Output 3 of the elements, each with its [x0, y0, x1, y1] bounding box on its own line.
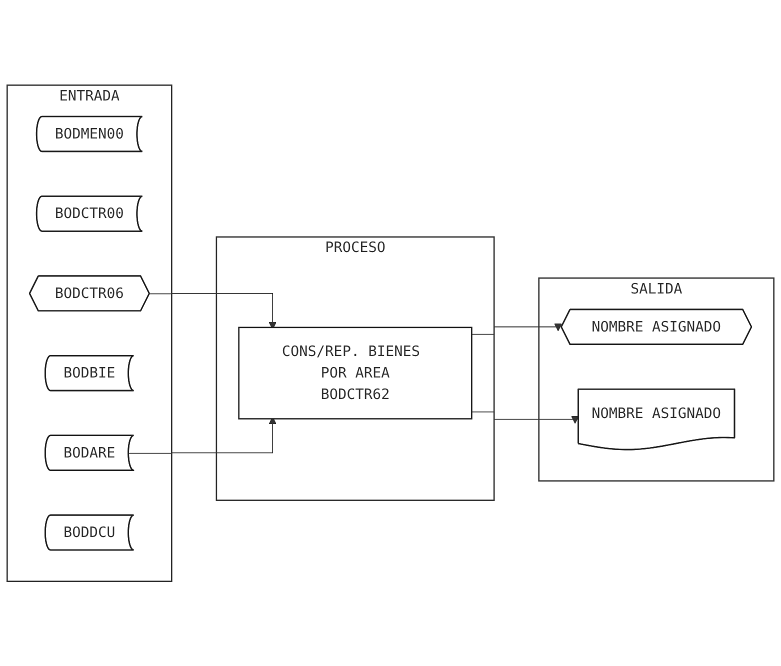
arrow — [471, 323, 562, 335]
node-box: CONS/REP. BIENES POR AREA BODCTR62 — [238, 326, 472, 420]
arrow — [471, 411, 580, 424]
